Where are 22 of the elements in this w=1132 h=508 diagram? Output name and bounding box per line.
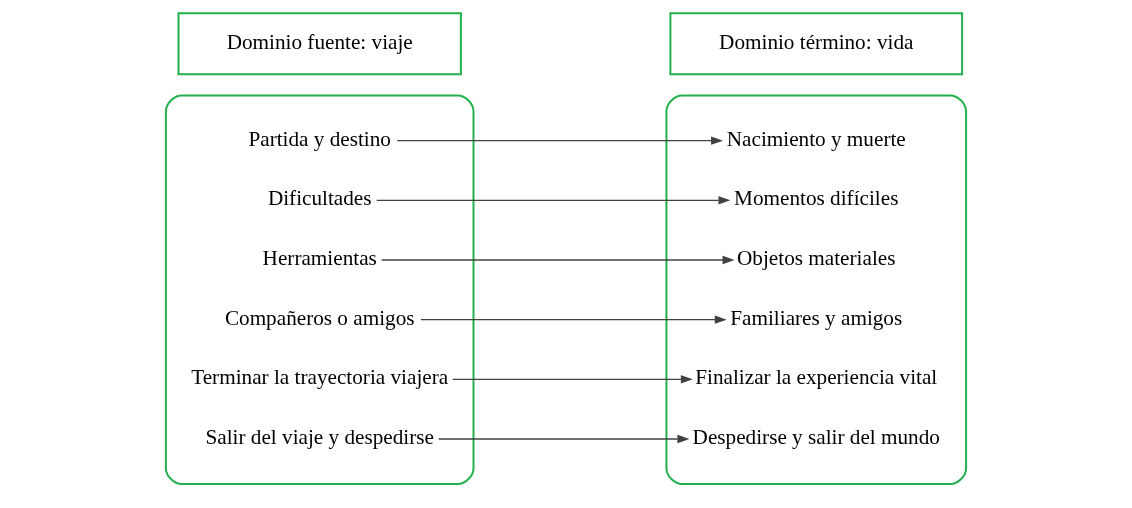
node-box: Dominio fuente: viaje [177, 12, 462, 76]
arrow [396, 136, 724, 145]
node-text: Despedirse y salir del mundo [692, 425, 940, 449]
node-text: Partida y destino [248, 126, 391, 151]
node-text: Nacimiento y muerte [726, 126, 906, 151]
node-text: Momentos difíciles [734, 186, 899, 211]
arrow [380, 255, 735, 265]
node-text: Herramientas [262, 246, 377, 270]
node-text: Familiares y amigos [730, 305, 903, 330]
node-text: Compañeros o amigos [224, 305, 415, 330]
cluster [164, 94, 475, 486]
arrow [420, 315, 727, 324]
arrow [376, 196, 731, 205]
cluster [665, 94, 968, 486]
node-text: Finalizar la experiencia vital [695, 365, 938, 390]
node-text: Salir del viaje y despedirse [205, 425, 434, 449]
node-text: Objetos materiales [737, 246, 896, 270]
arrow [452, 375, 693, 384]
node-text: Dificultades [267, 186, 372, 211]
arrow [438, 434, 690, 444]
node-text: Terminar la trayectoria viajera [191, 365, 449, 390]
node-box: Dominio término: vida [669, 12, 964, 76]
